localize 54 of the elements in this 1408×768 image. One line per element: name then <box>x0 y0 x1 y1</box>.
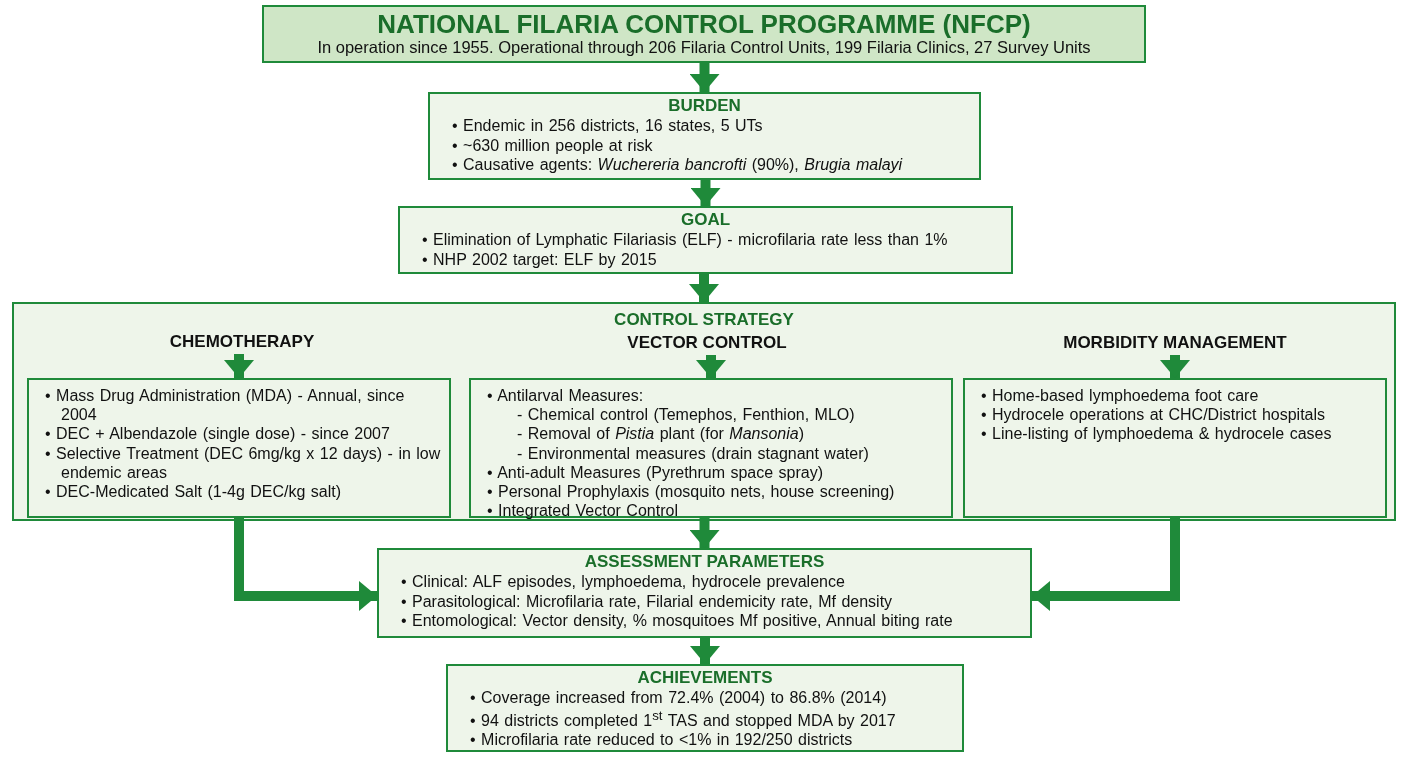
bullet-item: - Environmental measures (drain stagnant water) <box>516 443 870 463</box>
arrow <box>689 63 720 92</box>
group-heading: CONTROL STRATEGY <box>614 310 794 331</box>
bullet-item: • Microfilaria rate reduced to <1% in 192/250 districts <box>469 730 854 750</box>
bullet-item: • Line-listing of lymphoedema & hydrocele cases <box>980 424 1333 444</box>
section-box <box>377 548 1032 638</box>
bullet-item: • ~630 million people at risk <box>451 135 654 155</box>
bullet-item: • Antilarval Measures: <box>486 386 645 406</box>
bullet-item: • DEC-Medicated Salt (1-4g DEC/kg salt) <box>44 481 343 502</box>
bullet-item: • Personal Prophylaxis (mosquito nets, house screening) <box>486 481 896 502</box>
bullet-item: • Coverage increased from 72.4% (2004) to 86.8% (2014) <box>469 688 888 708</box>
bullet-item: • Anti-adult Measures (Pyrethrum space spray) <box>486 462 825 482</box>
bullet-item: • Integrated Vector Control <box>486 501 679 521</box>
section-heading: BURDEN <box>667 96 742 117</box>
bullet-item: • Elimination of Lymphatic Filariasis (ELF) - microfilaria rate less than 1% <box>421 230 949 250</box>
section-box <box>428 92 981 180</box>
arrow <box>1032 518 1180 611</box>
bullet-item: • Hydrocele operations at CHC/District hospitals <box>980 405 1327 425</box>
arrow <box>224 354 254 378</box>
bullet-item: • 94 districts completed 1$^{st}$ TAS and stopped MDA by 2017 <box>469 707 897 731</box>
arrow <box>689 274 719 302</box>
bullet-item: • Entomological: Vector density, % mosquitoes Mf positive, Annual biting rate <box>400 610 954 630</box>
list-box <box>27 378 451 518</box>
bullet-item: • Parasitological: Microfilaria rate, Filarial endemicity rate, Mf density <box>400 591 894 611</box>
group-panel <box>12 302 1396 521</box>
section-box <box>446 664 964 752</box>
arrow <box>690 180 721 206</box>
bullet-item: • Mass Drug Administration (MDA) - Annual, since 2004 <box>44 386 406 425</box>
column-heading: MORBIDITY MANAGEMENT <box>1063 333 1287 353</box>
bullet-item: • Selective Treatment (DEC 6mg/kg x 12 days) - in low endemic areas <box>44 443 441 482</box>
bullet-item: • Home-based lymphoedema foot care <box>980 386 1260 406</box>
bullet-item: • Causative agents: Wuchereria bancrofti (90%), Brugia malayi <box>451 154 904 174</box>
bullet-item: • DEC + Albendazole (single dose) - since 2007 <box>44 424 391 444</box>
arrow <box>689 518 720 548</box>
bullet-item: • Clinical: ALF episodes, lymphoedema, hydrocele prevalence <box>400 572 846 592</box>
section-heading: ASSESSMENT PARAMETERS <box>583 552 826 573</box>
arrow <box>234 518 377 611</box>
arrow <box>690 638 720 664</box>
bullet-item: • Endemic in 256 districts, 16 states, 5 UTs <box>451 116 764 136</box>
list-box <box>963 378 1387 518</box>
arrow <box>1160 355 1190 378</box>
arrow <box>696 355 726 378</box>
bullet-item: - Chemical control (Temephos, Fenthion, MLO) <box>516 405 856 425</box>
bullet-item: - Removal of Pistia plant (for Mansonia) <box>516 424 805 444</box>
title-banner <box>262 5 1146 63</box>
column-heading: CHEMOTHERAPY <box>169 332 315 352</box>
column-heading: VECTOR CONTROL <box>627 333 787 353</box>
bullet-item: • NHP 2002 target: ELF by 2015 <box>421 249 658 269</box>
section-heading: ACHIEVEMENTS <box>636 668 774 689</box>
section-box <box>398 206 1013 274</box>
subtitle-text: In operation since 1955. Operational through 206 Filaria Control Units, 199 Filaria Clinics, 27 Survey Units <box>317 38 1091 59</box>
main-title: NATIONAL FILARIA CONTROL PROGRAMME (NFCP) <box>377 9 1031 39</box>
list-box <box>469 378 953 518</box>
section-heading: GOAL <box>679 210 732 231</box>
